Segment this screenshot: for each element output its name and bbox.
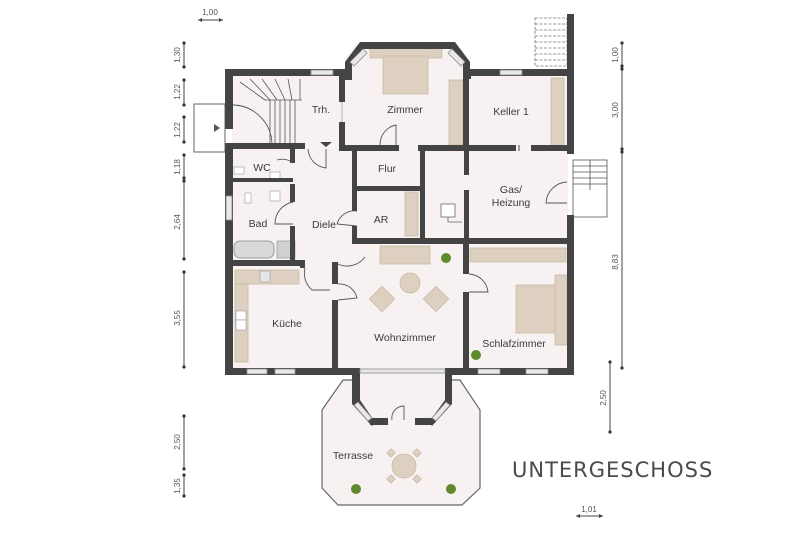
dimension-bottom: 1,01: [576, 505, 603, 518]
plant-icon: [471, 350, 481, 360]
plant-icon: [441, 253, 451, 263]
room-labels: Trh. Zimmer Keller 1 WC Flur Gas/ Heizun…: [249, 104, 547, 462]
dim-right-lower-0: 2,50: [599, 390, 608, 406]
room-label-treppenhaus: Trh.: [312, 104, 330, 116]
room-label-kueche: Küche: [272, 318, 302, 330]
room-label-terrasse: Terrasse: [333, 450, 373, 462]
room-label-bad: Bad: [249, 218, 268, 230]
plants: [351, 253, 481, 494]
exterior-stairs-top: [534, 17, 568, 67]
plant-icon: [351, 484, 361, 494]
dim-left-lower-1: 1,35: [173, 478, 182, 494]
windows: [225, 48, 549, 422]
room-label-flur: Flur: [378, 163, 397, 175]
dimension-right-lower: 2,50: [599, 360, 612, 434]
room-label-diele: Diele: [312, 219, 336, 231]
room-label-wc: WC: [253, 162, 271, 174]
room-label-gas-heizung-2: Heizung: [492, 197, 531, 209]
dimension-left-lower: 2,50 1,35: [173, 414, 186, 498]
dim-right-0: 1,00: [611, 47, 620, 63]
interior-stairs: [239, 78, 302, 145]
doors: [193, 102, 568, 421]
dim-left-lower-0: 2,50: [173, 434, 182, 450]
dim-left-0: 1,30: [173, 47, 182, 63]
dim-left-4: 2,64: [173, 214, 182, 230]
room-label-gas-heizung-1: Gas/: [500, 184, 522, 196]
dim-left-3: 1,18: [173, 159, 182, 175]
dimension-right: 1,00 3,00 8,83: [611, 41, 624, 370]
room-label-keller1: Keller 1: [493, 106, 529, 118]
dim-left-1: 1,22: [173, 84, 182, 100]
room-label-ar: AR: [374, 214, 389, 226]
exterior-stairs-right: [572, 159, 608, 218]
room-label-zimmer: Zimmer: [387, 104, 423, 116]
plant-icon: [446, 484, 456, 494]
dim-bottom-label: 1,01: [581, 505, 597, 514]
dim-left-2: 1,22: [173, 122, 182, 138]
dim-right-1: 3,00: [611, 102, 620, 118]
room-label-schlafzimmer: Schlafzimmer: [482, 338, 546, 350]
room-label-wohnzimmer: Wohnzimmer: [374, 332, 436, 344]
floor-areas: [232, 44, 568, 420]
floor-title: UNTERGESCHOSS: [512, 458, 713, 482]
dim-top-label: 1,00: [202, 8, 218, 17]
dimension-top: 1,00: [198, 8, 223, 22]
dim-right-2: 8,83: [611, 254, 620, 270]
dimension-left: 1,30 1,22 1,22 1,18 2,64 3,55: [173, 41, 186, 369]
dim-left-5: 3,55: [173, 310, 182, 326]
